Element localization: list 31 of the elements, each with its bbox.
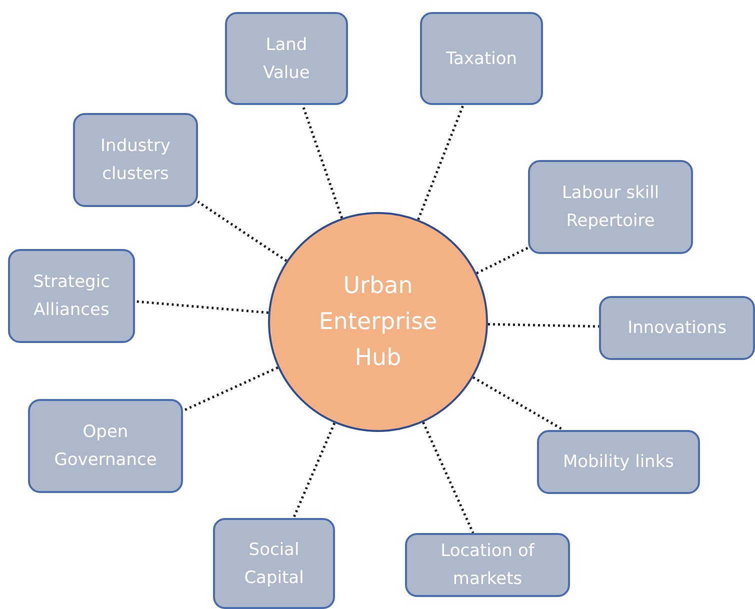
node-label: Social Capital — [243, 538, 305, 590]
connector-line — [476, 246, 529, 274]
node-label: Open Governance — [53, 421, 158, 472]
node-label: Urban Enterprise Hub — [318, 272, 438, 373]
factor-box — [405, 533, 570, 597]
factor-box — [8, 249, 135, 343]
factor-box — [73, 113, 198, 207]
connector-line — [488, 322, 600, 328]
factor-box — [599, 296, 755, 360]
node-label: Land Value — [262, 34, 311, 84]
factor-box — [225, 12, 348, 105]
factor-box — [28, 399, 183, 493]
connector-line — [182, 366, 278, 412]
node-label: Innovations — [628, 317, 726, 340]
factor-box — [420, 12, 543, 105]
factor-box — [528, 160, 693, 254]
node-label: Strategic Alliances — [32, 271, 111, 322]
node-label: Mobility links — [562, 451, 674, 474]
connector-line — [417, 104, 464, 220]
node-label: Industry clusters — [100, 135, 172, 186]
connector-line — [301, 104, 344, 218]
connector-line — [197, 200, 288, 262]
connector-line — [422, 422, 474, 534]
node-label: Location of markets — [440, 540, 536, 591]
node-label: Taxation — [446, 48, 518, 70]
node-label: Labour skill Repertoire — [560, 182, 660, 233]
factor-box — [213, 518, 335, 609]
factor-box — [537, 430, 700, 494]
connector-line — [472, 376, 564, 432]
connector-line — [292, 422, 336, 518]
connector-line — [134, 300, 268, 314]
